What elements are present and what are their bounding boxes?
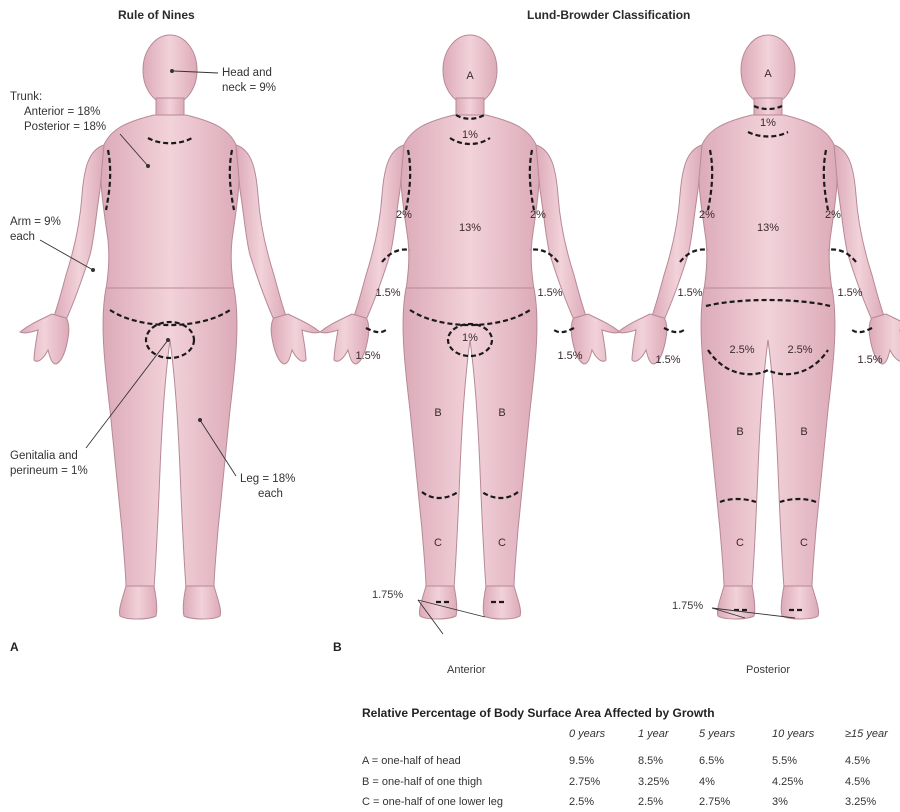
post-trunk-label: 13% xyxy=(757,222,779,234)
ant-forearm-r-label: 1.5% xyxy=(537,287,562,299)
post-hand-r-label: 1.5% xyxy=(857,354,882,366)
post-thigh-r-label: B xyxy=(800,426,807,438)
table-row-label: A = one-half of head xyxy=(362,755,461,767)
leg-label-2: each xyxy=(258,487,283,501)
post-buttock-l-label: 2.5% xyxy=(729,344,754,356)
ankle-anterior-label: 1.75% xyxy=(372,589,403,601)
panel-a-label: A xyxy=(10,640,19,654)
rule-of-nines-figure: A 1% 2% 2% 13% 1.5% 1.5% 1% 1.5% 1.5% B … xyxy=(0,0,900,700)
ant-trunk-label: 13% xyxy=(459,222,481,234)
ant-thigh-r-label: B xyxy=(498,407,505,419)
trunk-label: Trunk: xyxy=(10,90,42,104)
table-header: 1 year xyxy=(638,728,669,740)
panel-b-label: B xyxy=(333,640,342,654)
arm-label-1: Arm = 9% xyxy=(10,215,61,229)
head-neck-label-2: neck = 9% xyxy=(222,81,276,95)
table-cell: 4.5% xyxy=(845,776,870,788)
table-cell: 3.25% xyxy=(845,796,876,808)
head-neck-label-1: Head and xyxy=(222,66,272,80)
table-cell: 3.25% xyxy=(638,776,669,788)
anterior-caption: Anterior xyxy=(447,664,486,676)
post-leg-l-label: C xyxy=(736,537,744,549)
post-leg-r-label: C xyxy=(800,537,808,549)
table-cell: 4% xyxy=(699,776,715,788)
post-hand-l-label: 1.5% xyxy=(655,354,680,366)
table-cell: 4.5% xyxy=(845,755,870,767)
table-cell: 2.75% xyxy=(699,796,730,808)
table-cell: 4.25% xyxy=(772,776,803,788)
table-cell: 2.5% xyxy=(569,796,594,808)
table-cell: 3% xyxy=(772,796,788,808)
arm-label-2: each xyxy=(10,230,35,244)
table-cell: 9.5% xyxy=(569,755,594,767)
table-header: 10 years xyxy=(772,728,814,740)
table-header: 5 years xyxy=(699,728,735,740)
post-forearm-r-label: 1.5% xyxy=(837,287,862,299)
post-head-label: A xyxy=(764,68,772,80)
ant-head-label: A xyxy=(466,70,474,82)
table-row-label: B = one-half of one thigh xyxy=(362,776,482,788)
leg-label-1: Leg = 18% xyxy=(240,472,295,486)
post-forearm-l-label: 1.5% xyxy=(677,287,702,299)
post-thigh-l-label: B xyxy=(736,426,743,438)
table-title: Relative Percentage of Body Surface Area… xyxy=(362,706,715,720)
table-cell: 2.5% xyxy=(638,796,663,808)
ant-forearm-l-label: 1.5% xyxy=(375,287,400,299)
trunk-anterior-label: Anterior = 18% xyxy=(24,105,100,119)
post-upper-arm-l-label: 2% xyxy=(699,209,715,221)
table-header: 0 years xyxy=(569,728,605,740)
ant-neck-label: 1% xyxy=(462,129,478,141)
ant-genital-label: 1% xyxy=(462,332,478,344)
table-cell: 5.5% xyxy=(772,755,797,767)
ant-leg-r-label: C xyxy=(498,537,506,549)
body-b-posterior xyxy=(618,35,900,619)
posterior-caption: Posterior xyxy=(746,664,790,676)
ant-leg-l-label: C xyxy=(434,537,442,549)
ankle-posterior-label: 1.75% xyxy=(672,600,703,612)
table-header: ≥15 year xyxy=(845,728,900,740)
ant-thigh-l-label: B xyxy=(434,407,441,419)
post-upper-arm-r-label: 2% xyxy=(825,209,841,221)
table-cell: 6.5% xyxy=(699,755,724,767)
ant-hand-l-label: 1.5% xyxy=(355,350,380,362)
genitalia-label-2: perineum = 1% xyxy=(10,464,88,478)
table-cell: 2.75% xyxy=(569,776,600,788)
ant-upper-arm-l-label: 2% xyxy=(396,209,412,221)
body-b-anterior xyxy=(320,35,620,619)
post-neck-label: 1% xyxy=(760,117,776,129)
trunk-posterior-label: Posterior = 18% xyxy=(24,120,106,134)
ant-upper-arm-r-label: 2% xyxy=(530,209,546,221)
post-buttock-r-label: 2.5% xyxy=(787,344,812,356)
table-row-label: C = one-half of one lower leg xyxy=(362,796,503,808)
ant-hand-r-label: 1.5% xyxy=(557,350,582,362)
genitalia-label-1: Genitalia and xyxy=(10,449,78,463)
table-cell: 8.5% xyxy=(638,755,663,767)
